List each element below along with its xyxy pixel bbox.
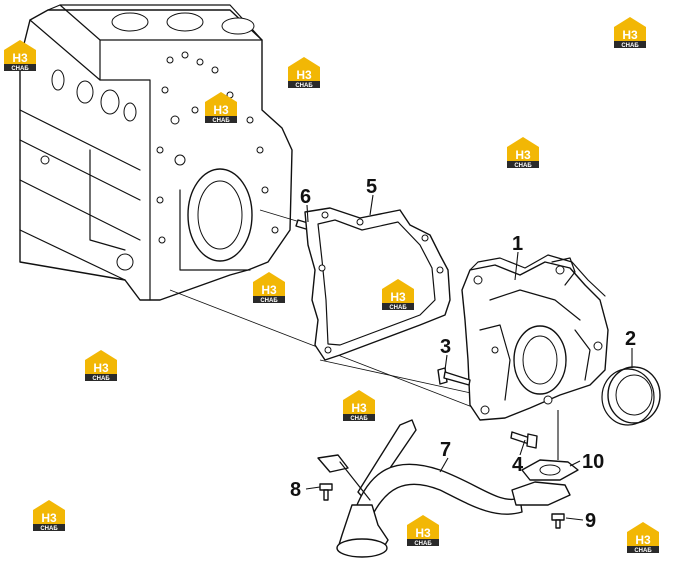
watermark-logo-text: H3 bbox=[261, 283, 277, 297]
watermark-caption: СНАБ bbox=[621, 43, 639, 49]
callout-2: 2 bbox=[625, 328, 636, 350]
callout-1: 1 bbox=[512, 233, 523, 255]
watermark-caption: СНАБ bbox=[212, 118, 230, 124]
watermark-logo-text: H3 bbox=[635, 533, 651, 547]
watermark-logo-text: H3 bbox=[213, 103, 229, 117]
callout-10: 10 bbox=[582, 451, 604, 473]
callout-7: 7 bbox=[440, 439, 451, 461]
watermark-caption: СНАБ bbox=[260, 298, 278, 304]
watermark-caption: СНАБ bbox=[11, 66, 29, 72]
watermark-logo-text: H3 bbox=[12, 51, 28, 65]
part-4-bolt bbox=[510, 431, 538, 449]
watermark-caption: СНАБ bbox=[514, 163, 532, 169]
watermark-logo-text: H3 bbox=[415, 526, 431, 540]
callout-leaders bbox=[305, 194, 633, 521]
callout-5: 5 bbox=[366, 176, 377, 198]
watermark-logo-text: H3 bbox=[93, 361, 109, 375]
part-1-front-cover bbox=[461, 254, 609, 421]
callout-labels: 1 2 3 4 5 6 7 8 9 10 bbox=[290, 176, 636, 532]
watermark-caption: СНАБ bbox=[350, 416, 368, 422]
watermark-logo-text: H3 bbox=[351, 401, 367, 415]
watermark-caption: СНАБ bbox=[389, 305, 407, 311]
part-7-oil-strainer-pipe bbox=[317, 419, 571, 558]
watermark-caption: СНАБ bbox=[92, 376, 110, 382]
part-8-screw bbox=[319, 483, 333, 501]
watermark-logo-text: H3 bbox=[41, 511, 57, 525]
watermark-caption: СНАБ bbox=[634, 548, 652, 554]
part-9-screw bbox=[551, 513, 565, 529]
watermark-logo-text: H3 bbox=[296, 68, 312, 82]
watermark-logo-text: H3 bbox=[622, 28, 638, 42]
callout-8: 8 bbox=[290, 479, 301, 501]
watermark-caption: СНАБ bbox=[295, 83, 313, 89]
part-2-seal-ring bbox=[601, 366, 661, 426]
part-10-flange-gasket bbox=[521, 459, 579, 481]
watermark-caption: СНАБ bbox=[414, 541, 432, 547]
callout-9: 9 bbox=[585, 510, 596, 532]
callout-4: 4 bbox=[512, 454, 524, 476]
part-5-gasket bbox=[304, 207, 451, 361]
watermark-caption: СНАБ bbox=[40, 526, 58, 532]
watermark-logo-text: H3 bbox=[515, 148, 531, 162]
callout-3: 3 bbox=[440, 336, 451, 358]
watermark-logo-text: H3 bbox=[390, 290, 406, 304]
engine-block bbox=[19, 4, 293, 301]
callout-6: 6 bbox=[300, 186, 311, 208]
part-3-bolt bbox=[437, 367, 471, 386]
